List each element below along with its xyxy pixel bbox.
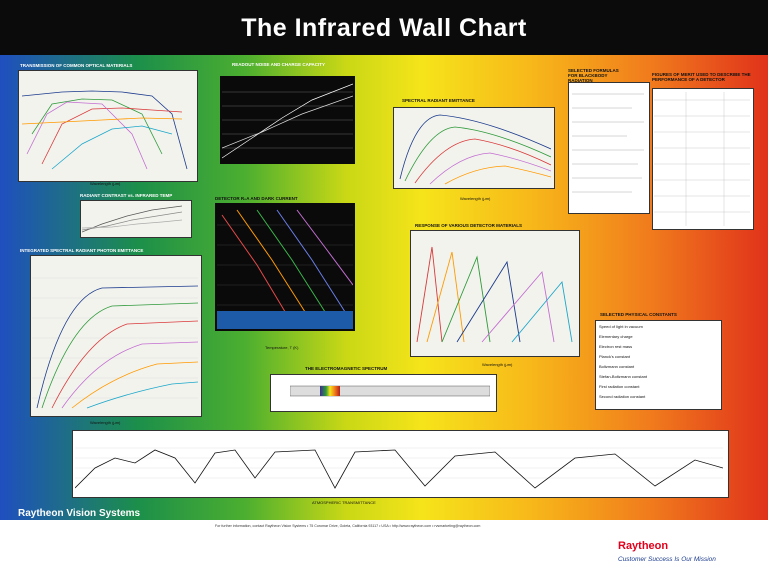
tagline: Customer Success Is Our Mission: [618, 556, 716, 563]
merit-panel-title: FIGURES OF MERIT USED TO DESCRIBE THE PE…: [652, 72, 751, 82]
detector-curves: [217, 209, 353, 329]
poster-title: The Infrared Wall Chart: [241, 14, 527, 42]
transmission-curves: [22, 90, 188, 170]
response-curves: [416, 246, 573, 343]
transmission-x-label: Wavelength (μm): [90, 181, 121, 186]
response-panel: [410, 230, 580, 357]
title-bar: The Infrared Wall Chart: [0, 0, 768, 55]
raytheon-logo: Raytheon: [618, 540, 669, 552]
footer-bar: [0, 520, 768, 587]
constants-panel-title: SELECTED PHYSICAL CONSTANTS: [600, 312, 677, 317]
integrated-x-label: Wavelength (μm): [90, 420, 121, 425]
spectral-curves: [399, 114, 551, 185]
radiant-panel: [80, 200, 192, 238]
spectral-x-label: Wavelength (μm): [460, 196, 491, 201]
atmos-title: ATMOSPHERIC TRANSMITTANCE: [312, 500, 376, 505]
spectral-panel-title: SPECTRAL RADIANT EMITTANCE: [402, 98, 475, 103]
constant-7: Second radiation constant: [599, 394, 646, 399]
constant-3: Planck's constant: [599, 354, 631, 359]
transmission-panel-title: TRANSMISSION OF COMMON OPTICAL MATERIALS: [20, 63, 133, 68]
atmos-curve: [75, 447, 723, 489]
merit-panel: [652, 88, 754, 230]
constant-1: Elementary charge: [599, 334, 633, 339]
readout-panel-title: READOUT NOISE AND CHARGE CAPACITY: [232, 62, 326, 67]
constant-0: Speed of light in vacuum: [599, 324, 643, 329]
formulas-panel-title: SELECTED FORMULAS FOR BLACKBODY RADIATIO…: [568, 68, 619, 83]
radiant-curves: [82, 205, 183, 233]
constant-2: Electron rest mass: [599, 344, 633, 349]
constant-6: First radiation constant: [599, 384, 640, 389]
division-name: Raytheon Vision Systems: [18, 508, 141, 519]
integrated-panel-title: INTEGRATED SPECTRAL RADIANT PHOTON EMITT…: [20, 248, 144, 253]
readout-grid: [222, 83, 353, 159]
radiant-panel-title: RADIANT CONTRAST vs. INFRARED TEMP: [80, 193, 173, 198]
em-spectrum-bar: [290, 385, 490, 397]
integrated-curves: [32, 277, 198, 409]
em-spectrum-title: THE ELECTROMAGNETIC SPECTRUM: [305, 366, 388, 371]
response-x-label: Wavelength (μm): [482, 362, 513, 367]
constant-5: Stefan-Boltzmann constant: [599, 374, 648, 379]
integrated-panel: [30, 255, 202, 417]
atmos-panel: [72, 430, 729, 498]
response-panel-title: RESPONSE OF VARIOUS DETECTOR MATERIALS: [415, 223, 523, 228]
detector-panel-title: DETECTOR R₀A AND DARK CURRENT: [215, 196, 298, 201]
detector-panel: [215, 203, 355, 331]
formulas-lines: [572, 93, 644, 193]
merit-table: [654, 92, 750, 226]
detector-x-label: Temperature, T (K): [265, 345, 299, 350]
contact-footer: For further information, contact Raytheo…: [215, 524, 481, 528]
constants-panel: Speed of light in vacuum Elementary char…: [595, 320, 722, 410]
transmission-panel: [18, 70, 198, 182]
constant-4: Boltzmann constant: [599, 364, 635, 369]
